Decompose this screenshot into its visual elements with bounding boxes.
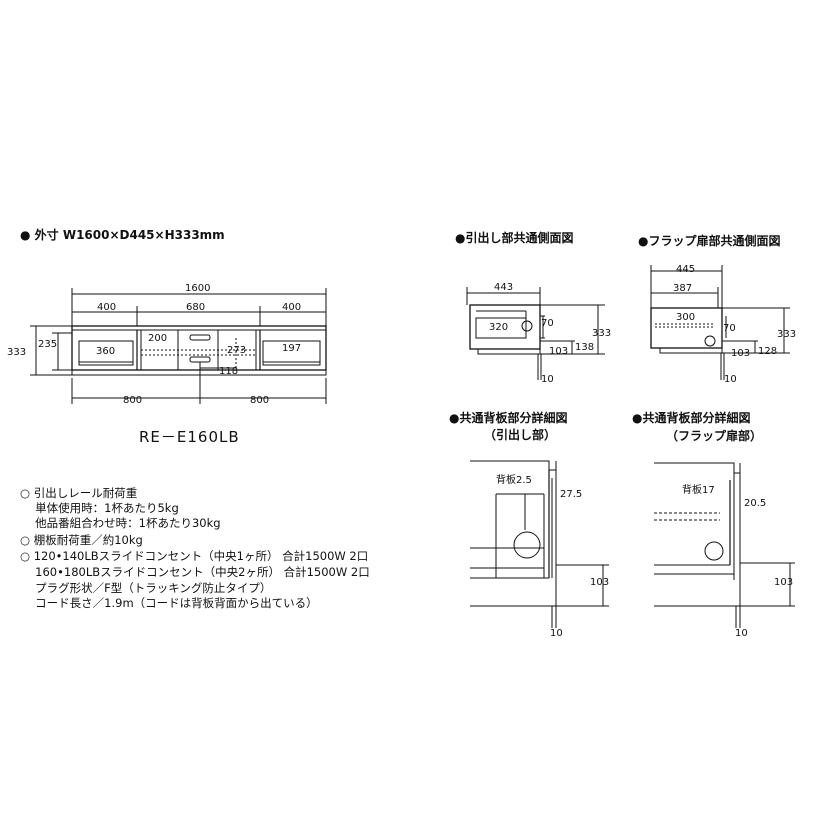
dim-label-128: 128 xyxy=(758,346,778,357)
dim-label-273: 273 xyxy=(227,345,247,356)
side-flap-title: ●フラップ扉部共通側面図 xyxy=(638,234,781,248)
dim-label-197: 197 xyxy=(282,343,302,354)
back-panel-label-flap: 背板17 xyxy=(682,485,715,496)
dim-label-70-drawer: 70 xyxy=(541,318,554,329)
spec-line: 他品番組合わせ時：1杯あたり30kg xyxy=(20,516,221,530)
back-panel-label-drawer: 背板2.5 xyxy=(496,475,532,486)
back-detail-flap-top xyxy=(654,462,741,474)
dim-label-1600: 1600 xyxy=(185,283,211,294)
dim-label-800-right: 800 xyxy=(250,395,270,406)
dim-label-70-flap: 70 xyxy=(723,323,736,334)
dim-label-138: 138 xyxy=(575,342,595,353)
dim-label-387: 387 xyxy=(673,283,693,294)
dim-label-300: 300 xyxy=(676,312,696,323)
outlet-bottom xyxy=(189,356,211,363)
dim-label-10-back-flap: 10 xyxy=(735,628,748,639)
dim-label-200: 200 xyxy=(148,333,168,344)
flap-hinge xyxy=(704,335,716,347)
dim-label-10-back-drawer: 10 xyxy=(550,628,563,639)
dim-label-445: 445 xyxy=(676,264,696,275)
back-detail-drawer-top xyxy=(470,460,557,471)
dim-label-333-flap: 333 xyxy=(777,329,797,340)
back-detail-flap-grommet xyxy=(704,541,724,561)
left-drawer xyxy=(78,340,134,366)
dim-label-333-drawer: 333 xyxy=(592,328,612,339)
cabinet-plinth xyxy=(71,369,327,376)
right-drawer xyxy=(262,340,321,366)
outer-dimension-heading: ● 外寸 W1600×D445×H333mm xyxy=(20,228,225,242)
dim-label-443: 443 xyxy=(494,282,514,293)
spec-line: プラグ形状／F型（トラッキング防止タイプ） xyxy=(20,581,272,595)
side-drawer-title: ●引出し部共通側面図 xyxy=(455,231,574,245)
spec-line: ○ 引出しレール耐荷重 xyxy=(20,486,138,500)
dim-label-118: 118 xyxy=(219,366,239,377)
model-number: RE－E160LB xyxy=(139,428,240,446)
dim-label-10-drawer: 10 xyxy=(541,374,554,385)
dim-label-27-5: 27.5 xyxy=(560,489,583,500)
dim-label-360: 360 xyxy=(96,346,116,357)
spec-line: 単体使用時：1杯あたり5kg xyxy=(20,501,179,515)
dim-label-103-flap: 103 xyxy=(731,348,751,359)
back-drawer-title: ●共通背板部分詳細図 xyxy=(449,411,568,425)
back-detail-drawer-grommet xyxy=(513,531,541,559)
drawer-plinth xyxy=(477,348,541,355)
dim-label-680: 680 xyxy=(186,302,206,313)
dim-label-800-left: 800 xyxy=(123,395,143,406)
dim-label-235: 235 xyxy=(38,339,58,350)
dim-label-103-back-flap: 103 xyxy=(774,577,794,588)
spec-line: 160•180LBスライドコンセント（中央2ヶ所） 合計1500W 2口 xyxy=(20,565,370,579)
dim-label-400-right: 400 xyxy=(282,302,302,313)
dim-label-10-flap: 10 xyxy=(724,374,737,385)
spec-line: ○ 120•140LBスライドコンセント（中央1ヶ所） 合計1500W 2口 xyxy=(20,549,369,563)
back-drawer-subtitle: （引出し部） xyxy=(484,428,557,442)
dim-label-103-back-drawer: 103 xyxy=(590,577,610,588)
dim-label-333: 333 xyxy=(7,347,27,358)
outlet-top xyxy=(189,334,211,341)
back-flap-title: ●共通背板部分詳細図 xyxy=(632,411,751,425)
spec-line: ○ 棚板耐荷重／約10kg xyxy=(20,533,143,547)
spec-line: コード長さ／1.9m（コードは背板背面から出ている） xyxy=(20,596,318,610)
back-flap-subtitle: （フラップ扉部） xyxy=(666,429,763,443)
dim-label-103-drawer: 103 xyxy=(549,346,569,357)
dim-label-20-5: 20.5 xyxy=(744,498,767,509)
dim-label-320: 320 xyxy=(489,322,509,333)
dim-label-400-left: 400 xyxy=(97,302,117,313)
